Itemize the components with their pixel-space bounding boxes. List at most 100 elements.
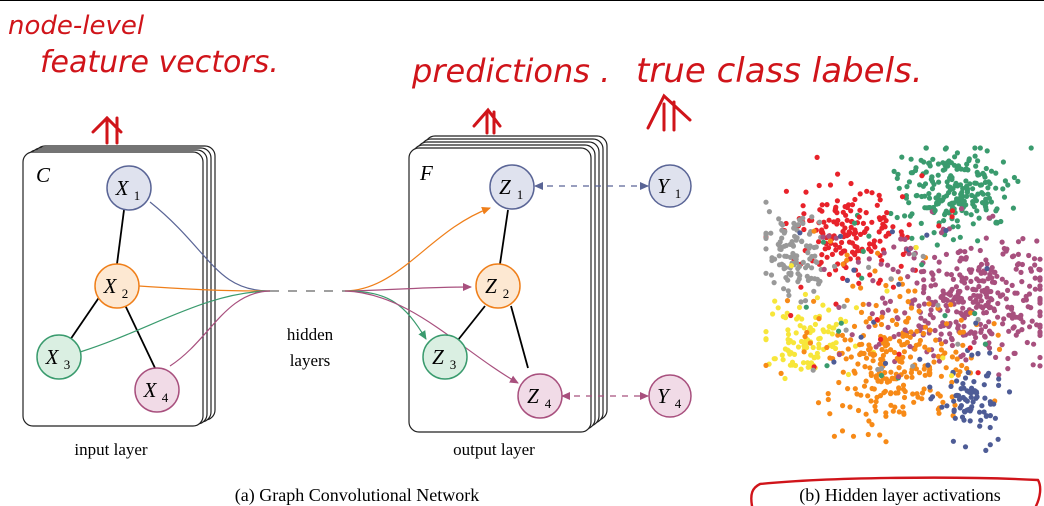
input-node-x4: X 4 xyxy=(134,367,180,413)
scatter-point-magenta xyxy=(1037,276,1043,282)
scatter-point-orange xyxy=(901,349,908,355)
annotation-feature-vectors: feature vectors. xyxy=(40,45,279,80)
scatter-point-green xyxy=(962,167,968,173)
scatter-point-gray xyxy=(788,270,794,276)
scatter-point-red xyxy=(803,189,809,195)
scatter-point-magenta xyxy=(1012,290,1018,296)
scatter-point-magenta xyxy=(836,351,843,358)
scatter-point-magenta xyxy=(993,354,999,360)
scatter-point-green xyxy=(902,213,908,219)
scatter-point-red xyxy=(835,171,841,177)
scatter-point-red xyxy=(838,250,844,256)
scatter-point-magenta xyxy=(938,331,944,337)
scatter-point-magenta xyxy=(984,285,990,291)
scatter-point-green xyxy=(860,248,866,254)
scatter-point-gray xyxy=(763,230,769,236)
scatter-point-orange xyxy=(935,353,941,359)
scatter-point-gray xyxy=(831,263,838,269)
scatter-point-green xyxy=(970,186,976,192)
scatter-point-green xyxy=(975,158,981,164)
scatter-point-red xyxy=(825,245,832,251)
scatter-point-magenta xyxy=(866,301,872,307)
scatter-point-yellow xyxy=(785,327,791,333)
scatter-point-magenta xyxy=(970,286,976,292)
scatter-point-green xyxy=(964,193,970,199)
scatter-point-red xyxy=(800,203,806,209)
scatter-point-red xyxy=(881,214,887,220)
scatter-point-magenta xyxy=(982,270,988,276)
scatter-point-gray xyxy=(763,199,769,205)
scatter-point-red xyxy=(857,207,863,213)
scatter-point-orange xyxy=(840,369,846,375)
scatter-point-green xyxy=(1001,194,1008,200)
scatter-point-yellow xyxy=(785,331,792,337)
scatter-point-red xyxy=(860,220,867,226)
scatter-point-magenta xyxy=(885,324,891,330)
scatter-point-green xyxy=(993,170,999,176)
scatter-point-magenta xyxy=(968,278,974,284)
scatter-point-green xyxy=(878,372,885,379)
scatter-point-blue xyxy=(837,233,844,239)
scatter-point-orange xyxy=(855,407,862,414)
scatter-point-gray xyxy=(768,230,774,236)
scatter-point-blue xyxy=(962,444,969,450)
scatter-point-orange xyxy=(933,337,939,343)
scatter-point-magenta xyxy=(932,254,938,260)
scatter-point-orange xyxy=(949,379,955,385)
scatter-point-magenta xyxy=(895,316,901,322)
scatter-point-magenta xyxy=(885,307,891,313)
scatter-point-red xyxy=(936,223,942,229)
scatter-point-red xyxy=(877,277,883,283)
scatter-point-magenta xyxy=(950,276,957,282)
scatter-point-yellow xyxy=(795,344,802,350)
scatter-point-magenta xyxy=(1000,292,1006,298)
scatter-point-green xyxy=(907,213,914,219)
scatter-point-orange xyxy=(948,302,954,308)
scatter-point-red xyxy=(839,221,845,227)
scatter-point-green xyxy=(977,145,983,151)
scatter-point-yellow xyxy=(817,335,823,341)
scatter-point-red xyxy=(857,231,864,237)
scatter-point-magenta xyxy=(963,357,969,363)
scatter-point-red xyxy=(833,204,839,210)
scatter-point-magenta xyxy=(980,305,986,311)
scatter-point-magenta xyxy=(918,315,924,321)
scatter-point-green xyxy=(972,153,978,159)
scatter-point-green xyxy=(836,328,842,334)
scatter-point-orange xyxy=(996,346,1003,352)
scatter-point-orange xyxy=(824,344,830,351)
scatter-point-orange xyxy=(914,328,920,334)
scatter-point-green xyxy=(942,212,948,218)
scatter-point-green xyxy=(924,205,930,211)
scatter-point-blue xyxy=(978,417,984,423)
scatter-point-orange xyxy=(900,382,907,388)
scatter-point-orange xyxy=(878,321,885,328)
scatter-point-yellow xyxy=(797,323,803,329)
scatter-point-yellow xyxy=(770,311,776,317)
scatter-point-gray xyxy=(817,219,823,225)
scatter-point-green xyxy=(935,201,941,207)
scatter-point-magenta xyxy=(1037,329,1043,335)
scatter-point-red xyxy=(814,154,820,160)
scatter-point-orange xyxy=(919,390,926,396)
scatter-point-gray xyxy=(841,303,847,309)
scatter-point-magenta xyxy=(1015,239,1022,245)
scatter-point-blue xyxy=(995,436,1001,442)
scatter-point-gray xyxy=(910,363,916,369)
scatter-point-green xyxy=(961,198,967,204)
scatter-point-yellow xyxy=(796,304,803,310)
scatter-point-orange xyxy=(926,347,932,353)
scatter-point-magenta xyxy=(987,304,994,310)
scatter-point-magenta xyxy=(983,292,989,298)
scatter-point-orange xyxy=(884,379,891,385)
scatter-point-green xyxy=(935,172,941,178)
scatter-point-magenta xyxy=(995,300,1001,307)
scatter-point-red xyxy=(832,242,839,248)
scatter-point-yellow xyxy=(802,339,809,345)
scatter-point-orange xyxy=(867,345,873,351)
scatter-point-blue xyxy=(939,404,945,410)
scatter-point-magenta xyxy=(906,251,912,257)
svg-text:3: 3 xyxy=(64,357,71,372)
scatter-point-magenta xyxy=(928,283,934,289)
scatter-point-orange xyxy=(870,358,876,364)
